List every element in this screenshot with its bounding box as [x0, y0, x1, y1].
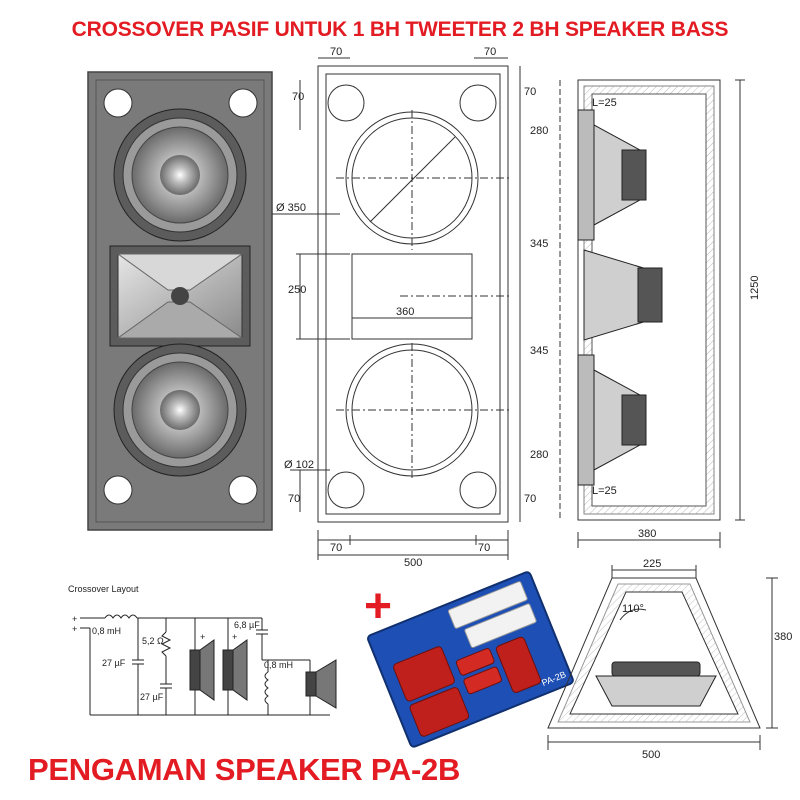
- bottom-title: PENGAMAN SPEAKER PA-2B: [28, 752, 461, 787]
- port-icon: [103, 88, 133, 118]
- front-dimension-labels: 70 70 70 70 Ø 350 250 360 Ø 102 70 70 70…: [276, 46, 536, 569]
- tweeter-symbol-icon: [305, 659, 337, 715]
- dim-side-1: 280: [530, 125, 548, 137]
- side-view-labels: L=25 L=25 1250 380: [592, 97, 761, 540]
- plus-mark-2: +: [72, 624, 77, 634]
- label-c1: 27 µF: [102, 658, 126, 668]
- horn-tweeter-icon: [109, 245, 251, 347]
- dim-left-top: 70: [292, 91, 304, 103]
- top-view-drawing: [547, 565, 778, 750]
- resistor-icon: [448, 581, 528, 629]
- crossover-labels: Crossover Layout + + 0,8 mH 27 µF 5,2 Ω …: [68, 584, 293, 702]
- crossover-schematic: [80, 614, 337, 716]
- dim-angle: 110°: [622, 603, 644, 615]
- poster-title: CROSSOVER PASIF UNTUK 1 BH TWEETER 2 BH …: [71, 18, 729, 41]
- dim-right-bottom: 70: [524, 493, 536, 505]
- top-view-woofer-icon: [595, 661, 717, 707]
- side-tweeter-icon: [583, 249, 663, 341]
- dim-bottom-left: 70: [330, 542, 342, 554]
- port-icon: [228, 88, 258, 118]
- dim-bottom-right: 70: [478, 542, 490, 554]
- dim-depth: 380: [638, 528, 656, 540]
- plus-mark-3: +: [200, 632, 205, 642]
- port-icon: [103, 475, 133, 505]
- plus-mark-1: +: [72, 614, 77, 624]
- dim-woofer-diameter: Ø 350: [276, 202, 306, 214]
- label-r1: 5,2 Ω: [142, 636, 164, 646]
- label-l-top: L=25: [592, 97, 617, 109]
- inductor-icon: [393, 646, 455, 702]
- side-woofer-bottom-icon: [577, 354, 647, 486]
- dim-side-2: 345: [530, 238, 548, 250]
- dim-top-right: 70: [484, 46, 496, 58]
- label-l1: 0,8 mH: [92, 626, 121, 636]
- inductor-icon: [409, 687, 470, 737]
- woofer-top-icon: [113, 108, 247, 242]
- label-c3: 6,8 µF: [234, 620, 260, 630]
- front-cabinet-render: [87, 71, 273, 531]
- label-l2: 0,8 mH: [264, 660, 293, 670]
- inductor-icon: [495, 636, 542, 693]
- top-view-labels: 225 110° 380 500: [622, 558, 792, 761]
- label-l-bottom: L=25: [592, 485, 617, 497]
- label-c2: 27 µF: [140, 692, 164, 702]
- side-section-view: [559, 79, 745, 548]
- dim-port-diameter: Ø 102: [284, 459, 314, 471]
- dim-side-3: 345: [530, 345, 548, 357]
- dim-side-4: 280: [530, 449, 548, 461]
- port-icon: [228, 475, 258, 505]
- dim-horn-height: 250: [288, 284, 306, 296]
- dim-width: 500: [404, 557, 422, 569]
- dim-top-left: 70: [330, 46, 342, 58]
- dim-horn-width: 360: [396, 306, 414, 318]
- woofer-bottom-icon: [113, 343, 247, 477]
- dim-top-height: 380: [774, 631, 792, 643]
- crossover-pcb-photo: PA-2B: [367, 571, 574, 748]
- crossover-title: Crossover Layout: [68, 584, 139, 594]
- dim-left-bottom: 70: [288, 493, 300, 505]
- woofer-1-symbol-icon: [189, 618, 215, 715]
- plus-mark-4: +: [232, 632, 237, 642]
- dim-top-width: 225: [643, 558, 661, 570]
- side-woofer-top-icon: [577, 109, 647, 241]
- capacitor-icon: [455, 648, 495, 676]
- plus-sign: +: [364, 580, 392, 633]
- front-dimension-drawing: [272, 57, 521, 560]
- capacitor-icon: [463, 666, 502, 695]
- side-dimension-labels: 280 345 345 280: [530, 125, 548, 461]
- resistor-icon: [464, 603, 537, 648]
- dim-bottom-width: 500: [642, 749, 660, 761]
- dim-total-height: 1250: [749, 276, 761, 300]
- woofer-2-symbol-icon: [222, 618, 248, 715]
- dim-right-top: 70: [524, 86, 536, 98]
